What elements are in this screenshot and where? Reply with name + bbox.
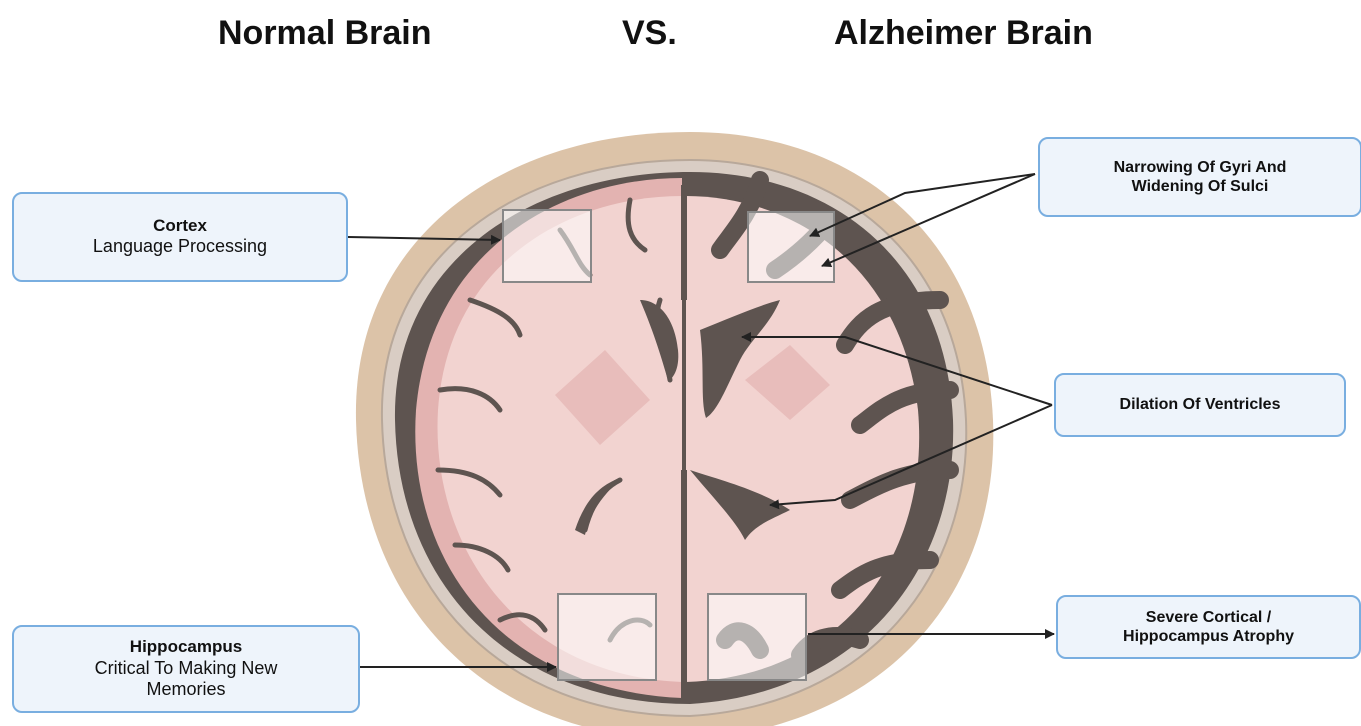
- gyri-sulci-callout: Narrowing Of Gyri And Widening Of Sulci: [1038, 137, 1361, 217]
- cortex-title: Cortex: [153, 216, 207, 236]
- atrophy-callout: Severe Cortical / Hippocampus Atrophy: [1056, 595, 1361, 659]
- cortex-highlight-normal: [503, 210, 591, 282]
- atrophy-line2: Hippocampus Atrophy: [1123, 627, 1294, 646]
- ventricles-callout: Dilation Of Ventricles: [1054, 373, 1346, 437]
- ventricles-line1: Dilation Of Ventricles: [1120, 395, 1281, 414]
- gyri-line1: Narrowing Of Gyri And: [1114, 158, 1287, 177]
- cortex-subtitle: Language Processing: [93, 236, 267, 258]
- hippocampus-highlight-normal: [558, 594, 656, 680]
- gyri-line2: Widening Of Sulci: [1132, 177, 1269, 196]
- cortex-highlight-alzheimer: [748, 212, 834, 282]
- hippocampus-title: Hippocampus: [130, 637, 242, 657]
- hippocampus-subtitle-line2: Memories: [146, 679, 225, 701]
- atrophy-line1: Severe Cortical /: [1146, 608, 1271, 627]
- hippocampus-highlight-alzheimer: [708, 594, 806, 680]
- hippocampus-callout: Hippocampus Critical To Making New Memor…: [12, 625, 360, 713]
- hippocampus-subtitle-line1: Critical To Making New: [95, 658, 278, 680]
- cortex-callout: Cortex Language Processing: [12, 192, 348, 282]
